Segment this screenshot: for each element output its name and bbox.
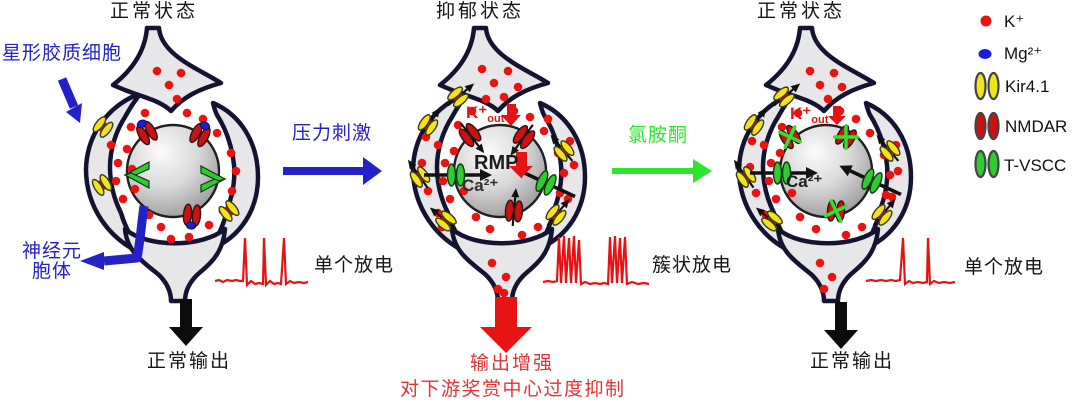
panel-normal-state-2 <box>727 28 911 301</box>
kir41-channel-icon <box>974 71 1000 101</box>
tvscc-channel-icon <box>974 149 1000 179</box>
legend-symbols <box>974 15 1000 179</box>
k-ion-icon <box>980 15 992 27</box>
output-arrow-enhanced <box>480 297 532 353</box>
panel-normal-state-1 <box>86 28 258 301</box>
calcium-label-treated: Ca²⁺ <box>786 172 823 191</box>
k-efflux-label-treated: K⁺out <box>790 104 829 126</box>
spike-trace-single-1 <box>214 237 309 288</box>
output-note-2: 对下游奖赏中心过度抑制 <box>400 379 626 400</box>
soma-pointer-arrow <box>80 205 149 270</box>
ketamine-transition-arrow <box>612 159 712 183</box>
rmp-label: RMP <box>474 152 519 174</box>
soma-label-line1: 神经元 <box>21 241 82 262</box>
potassium-ions <box>106 66 241 244</box>
panel-title-1: 正常状态 <box>110 1 199 22</box>
astrocyte-label: 星形胶质细胞 <box>2 43 123 64</box>
legend-label-nmdar: NMDAR <box>1005 117 1068 136</box>
k-efflux-down-arrow <box>501 104 846 178</box>
stress-transition-arrow <box>283 157 382 185</box>
soma-label: 神经元 胞体 <box>14 242 90 282</box>
legend-label-k: K⁺ <box>1004 12 1025 31</box>
calcium-label-depressed: Ca²⁺ <box>462 176 499 195</box>
legend-label-kir41: Kir4.1 <box>1005 77 1050 96</box>
k-efflux-label-depressed: K⁺out <box>466 103 505 125</box>
stress-label: 压力刺激 <box>292 123 373 144</box>
firing-label-2: 簇状放电 <box>652 255 733 276</box>
panel-title-2: 抑郁状态 <box>436 1 525 22</box>
panel-depressed-state <box>401 28 585 301</box>
spike-trace-burst <box>542 235 650 286</box>
output-arrow-normal-2 <box>824 302 858 349</box>
mg-ion-icon <box>978 49 992 59</box>
neuron-astrocyte-complex <box>739 28 911 301</box>
panel-title-3: 正常状态 <box>757 1 846 22</box>
legend-label-mg: Mg²⁺ <box>1004 44 1043 63</box>
output-arrow-normal-1 <box>169 299 203 346</box>
ketamine-label: 氯胺酮 <box>628 125 689 146</box>
nmdar-channel-icon <box>974 111 1000 141</box>
legend-label-tvscc: T-VSCC <box>1004 156 1067 175</box>
firing-label-3: 单个放电 <box>964 257 1045 278</box>
spike-trace-single-2 <box>865 237 956 287</box>
firing-label-1: 单个放电 <box>314 255 395 276</box>
output-label-3: 正常输出 <box>810 351 895 372</box>
soma-label-line2: 胞体 <box>31 260 72 282</box>
output-label-2: 输出增强 <box>470 353 555 374</box>
astrocyte-pointer-arrow <box>57 77 82 123</box>
output-label-1: 正常输出 <box>147 351 232 372</box>
